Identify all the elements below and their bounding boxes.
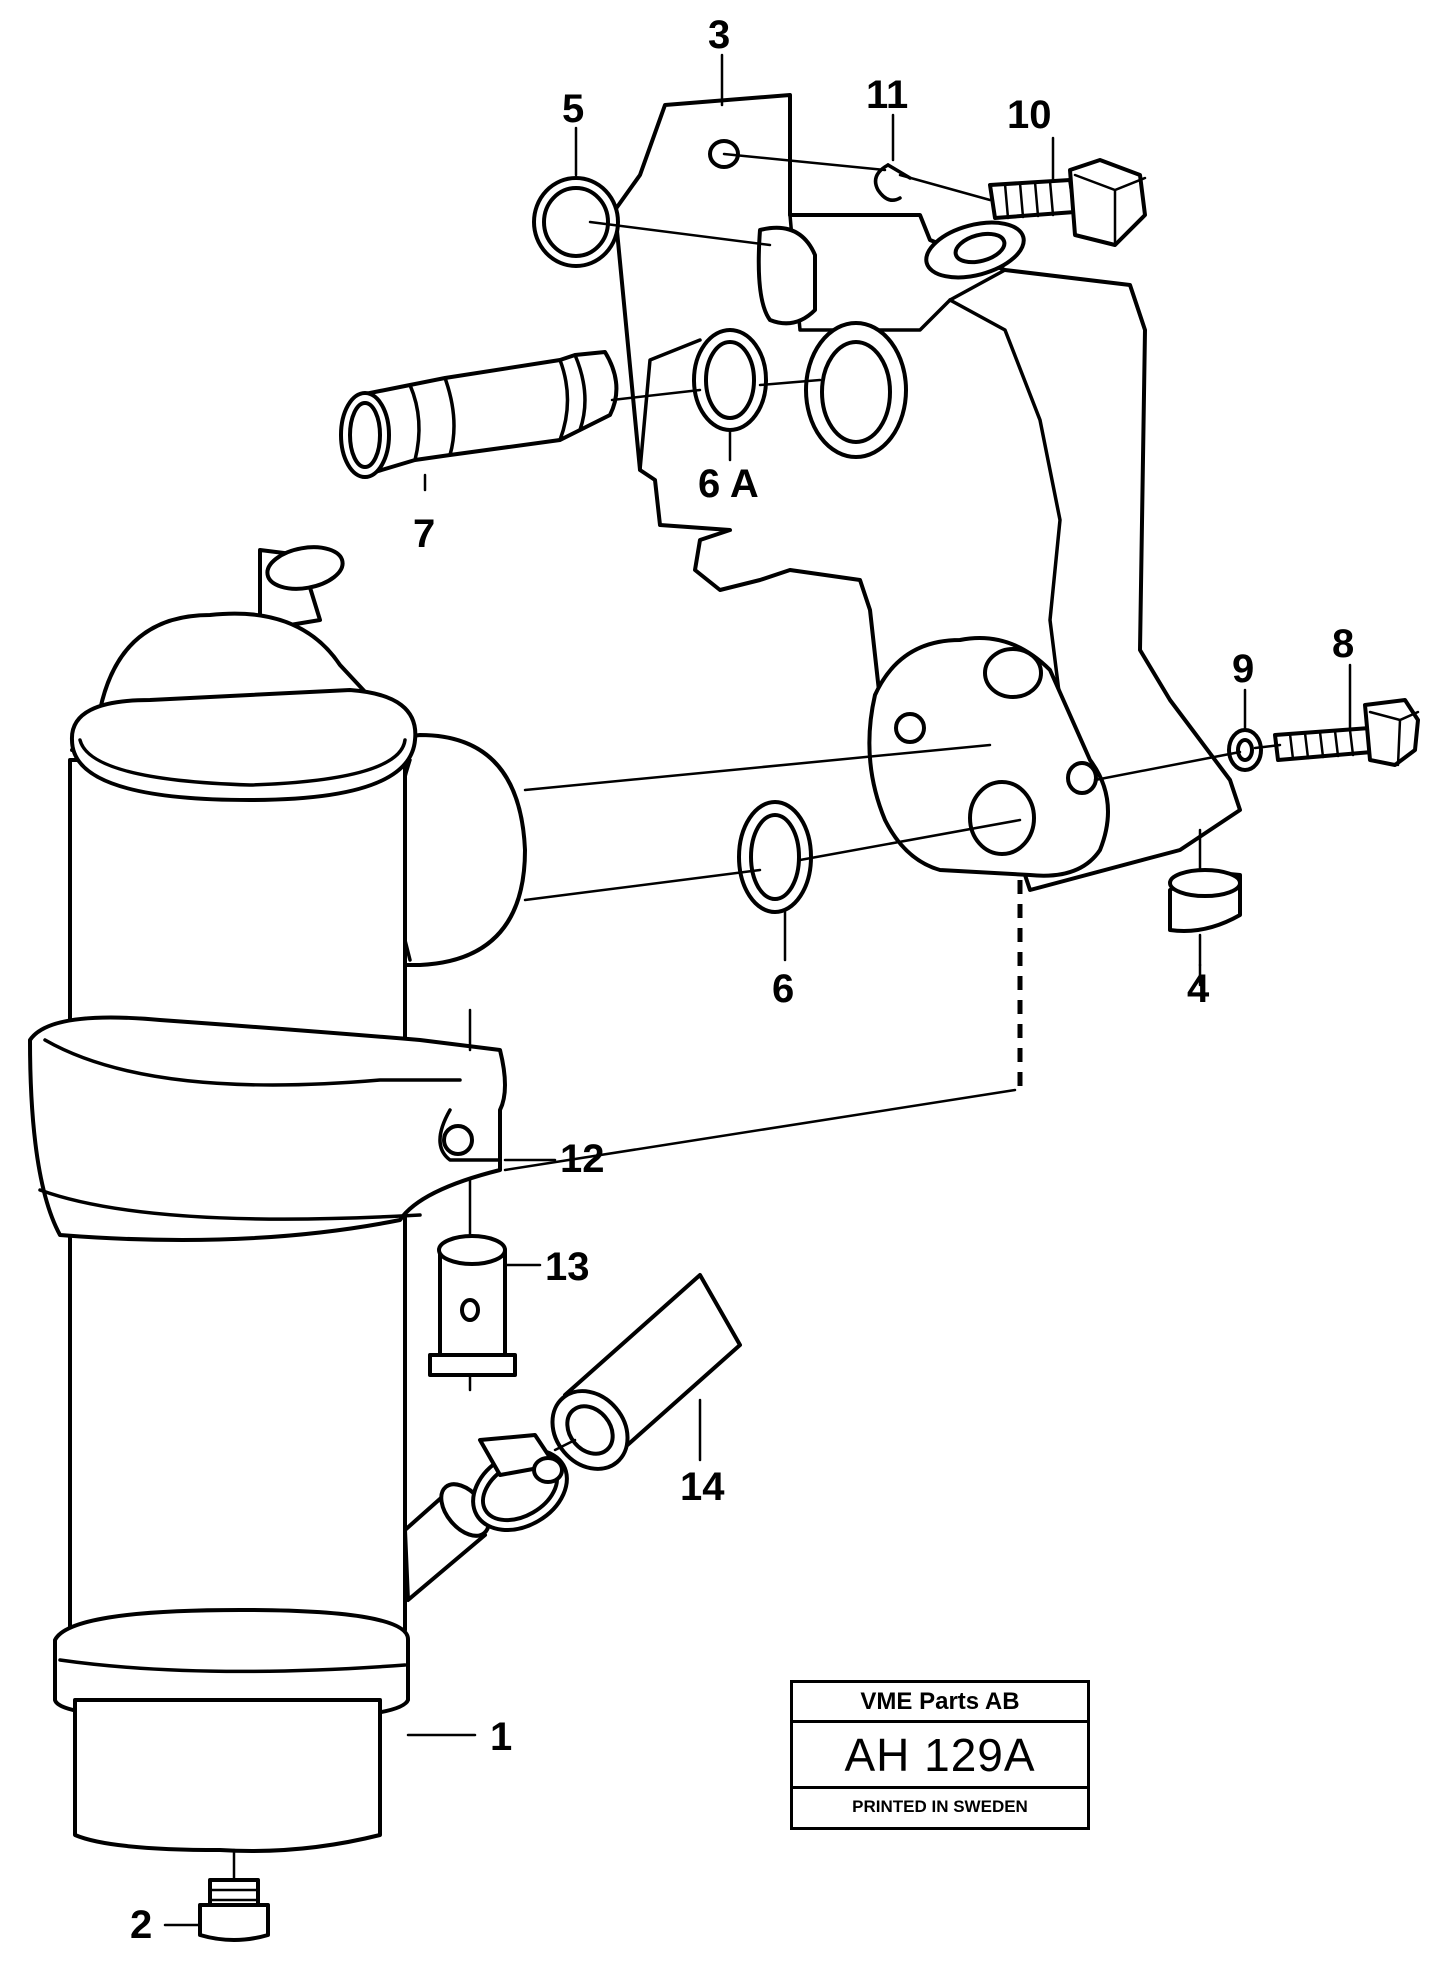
title-block: VME Parts AB AH 129A PRINTED IN SWEDEN — [790, 1680, 1090, 1830]
label-part-13: 13 — [545, 1245, 590, 1289]
label-part-2: 2 — [130, 1903, 152, 1947]
title-block-drawing-code: AH 129A — [793, 1723, 1087, 1789]
cap-4 — [1168, 868, 1242, 933]
pipe-7 — [339, 350, 619, 479]
bracket-housing — [613, 93, 1242, 892]
label-part-11: 11 — [866, 73, 908, 117]
label-part-14: 14 — [680, 1465, 725, 1509]
bolt-8 — [1273, 698, 1420, 767]
label-part-9: 9 — [1232, 647, 1254, 691]
title-block-printed-note: PRINTED IN SWEDEN — [852, 1797, 1028, 1816]
alignment-lines — [232, 152, 1282, 1882]
seal-6a — [692, 328, 768, 432]
label-part-8: 8 — [1332, 622, 1354, 666]
pin-13 — [428, 1234, 517, 1377]
label-part-1: 1 — [490, 1715, 512, 1759]
seal-6 — [737, 800, 813, 914]
clamp-band-12 — [28, 1015, 507, 1242]
label-part-10: 10 — [1007, 93, 1052, 137]
washer-9 — [1227, 728, 1263, 772]
hose-clamp — [471, 1433, 569, 1532]
leader-lines — [163, 53, 1352, 1927]
title-block-company: VME Parts AB — [793, 1683, 1087, 1723]
o-ring-5 — [532, 176, 620, 268]
label-part-5: 5 — [562, 87, 584, 131]
drain-plug-2 — [198, 1878, 270, 1942]
label-part-12: 12 — [560, 1137, 605, 1181]
label-part-3: 3 — [708, 13, 730, 57]
label-part-4: 4 — [1187, 967, 1210, 1011]
label-part-6: 6 — [772, 967, 794, 1011]
bolt-10 — [988, 158, 1147, 247]
hose-14 — [550, 1273, 742, 1471]
label-part-7: 7 — [413, 512, 435, 556]
label-part-6a: 6 A — [698, 462, 759, 506]
